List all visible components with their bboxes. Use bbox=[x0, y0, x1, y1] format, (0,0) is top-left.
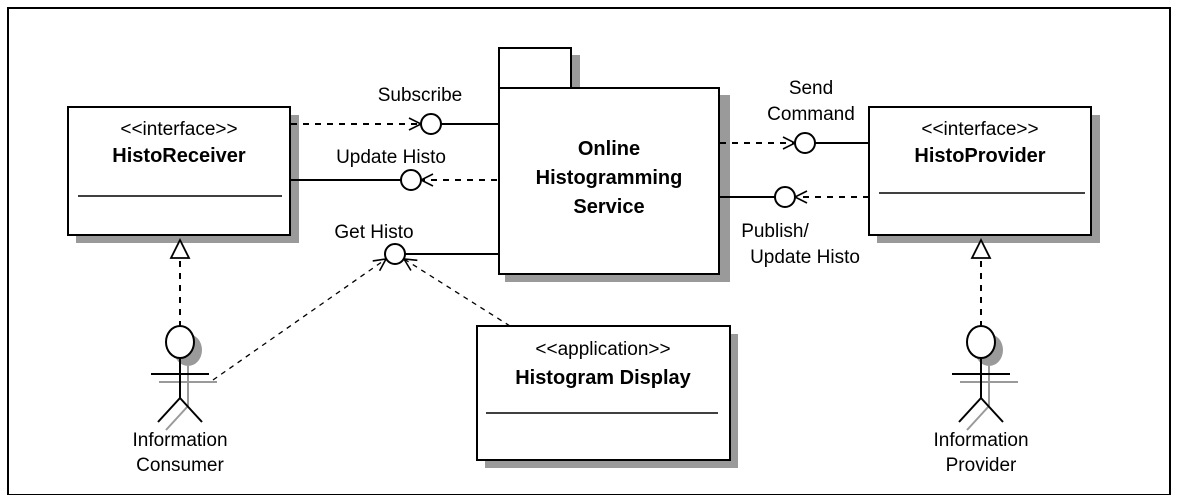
service-name-line2: Histogramming bbox=[536, 167, 683, 189]
update-histo-interface[interactable]: Update Histo bbox=[291, 147, 497, 191]
consumer-label-line1: Information bbox=[132, 430, 227, 451]
histo-provider-name: HistoProvider bbox=[914, 145, 1045, 167]
service-package[interactable]: Online Histogramming Service bbox=[498, 47, 730, 282]
update-histo-lollipop-icon bbox=[400, 169, 422, 191]
histogram-display-name: Histogram Display bbox=[515, 367, 691, 389]
diagram-frame bbox=[7, 7, 1171, 495]
actor-head-icon bbox=[165, 325, 195, 359]
get-histo-label: Get Histo bbox=[334, 222, 413, 243]
send-command-label-line2: Command bbox=[767, 104, 855, 125]
service-name-line1: Online bbox=[578, 138, 640, 160]
histo-provider-stereotype: <<interface>> bbox=[921, 119, 1038, 140]
histogram-display-box[interactable]: <<application>> Histogram Display bbox=[476, 325, 738, 468]
actor-head-icon bbox=[966, 325, 996, 359]
histo-provider-box[interactable]: <<interface>> HistoProvider bbox=[868, 106, 1100, 243]
subscribe-label: Subscribe bbox=[378, 85, 463, 106]
update-histo-label: Update Histo bbox=[336, 147, 446, 168]
send-command-interface[interactable]: Send Command bbox=[720, 78, 869, 154]
realization-triangle-icon bbox=[970, 237, 992, 259]
get-histo-interface[interactable]: Get Histo bbox=[212, 222, 511, 381]
publish-label-line2: Update Histo bbox=[750, 247, 860, 268]
histo-receiver-stereotype: <<interface>> bbox=[120, 119, 237, 140]
histogram-display-stereotype: <<application>> bbox=[535, 339, 670, 360]
information-consumer-actor[interactable]: Information Consumer bbox=[132, 325, 228, 476]
publish-lollipop-icon bbox=[774, 186, 796, 208]
provider-realization bbox=[970, 237, 992, 327]
subscribe-interface[interactable]: Subscribe bbox=[291, 85, 499, 135]
realization-triangle-icon bbox=[169, 237, 191, 259]
send-command-lollipop-icon bbox=[794, 132, 816, 154]
information-provider-actor[interactable]: Information Provider bbox=[933, 325, 1029, 476]
consumer-realization bbox=[169, 237, 191, 327]
provider-label-line1: Information bbox=[933, 430, 1028, 451]
get-histo-lollipop-icon bbox=[384, 243, 406, 265]
provider-label-line2: Provider bbox=[946, 455, 1017, 476]
publish-interface[interactable]: Publish/ Update Histo bbox=[720, 186, 869, 268]
subscribe-lollipop-icon bbox=[420, 113, 442, 135]
histo-receiver-name: HistoReceiver bbox=[112, 145, 246, 167]
service-name-line3: Service bbox=[573, 196, 644, 218]
publish-label-line1: Publish/ bbox=[741, 221, 809, 242]
send-command-label-line1: Send bbox=[789, 78, 833, 99]
consumer-label-line2: Consumer bbox=[136, 455, 224, 476]
histo-receiver-box[interactable]: <<interface>> HistoReceiver bbox=[67, 106, 299, 243]
